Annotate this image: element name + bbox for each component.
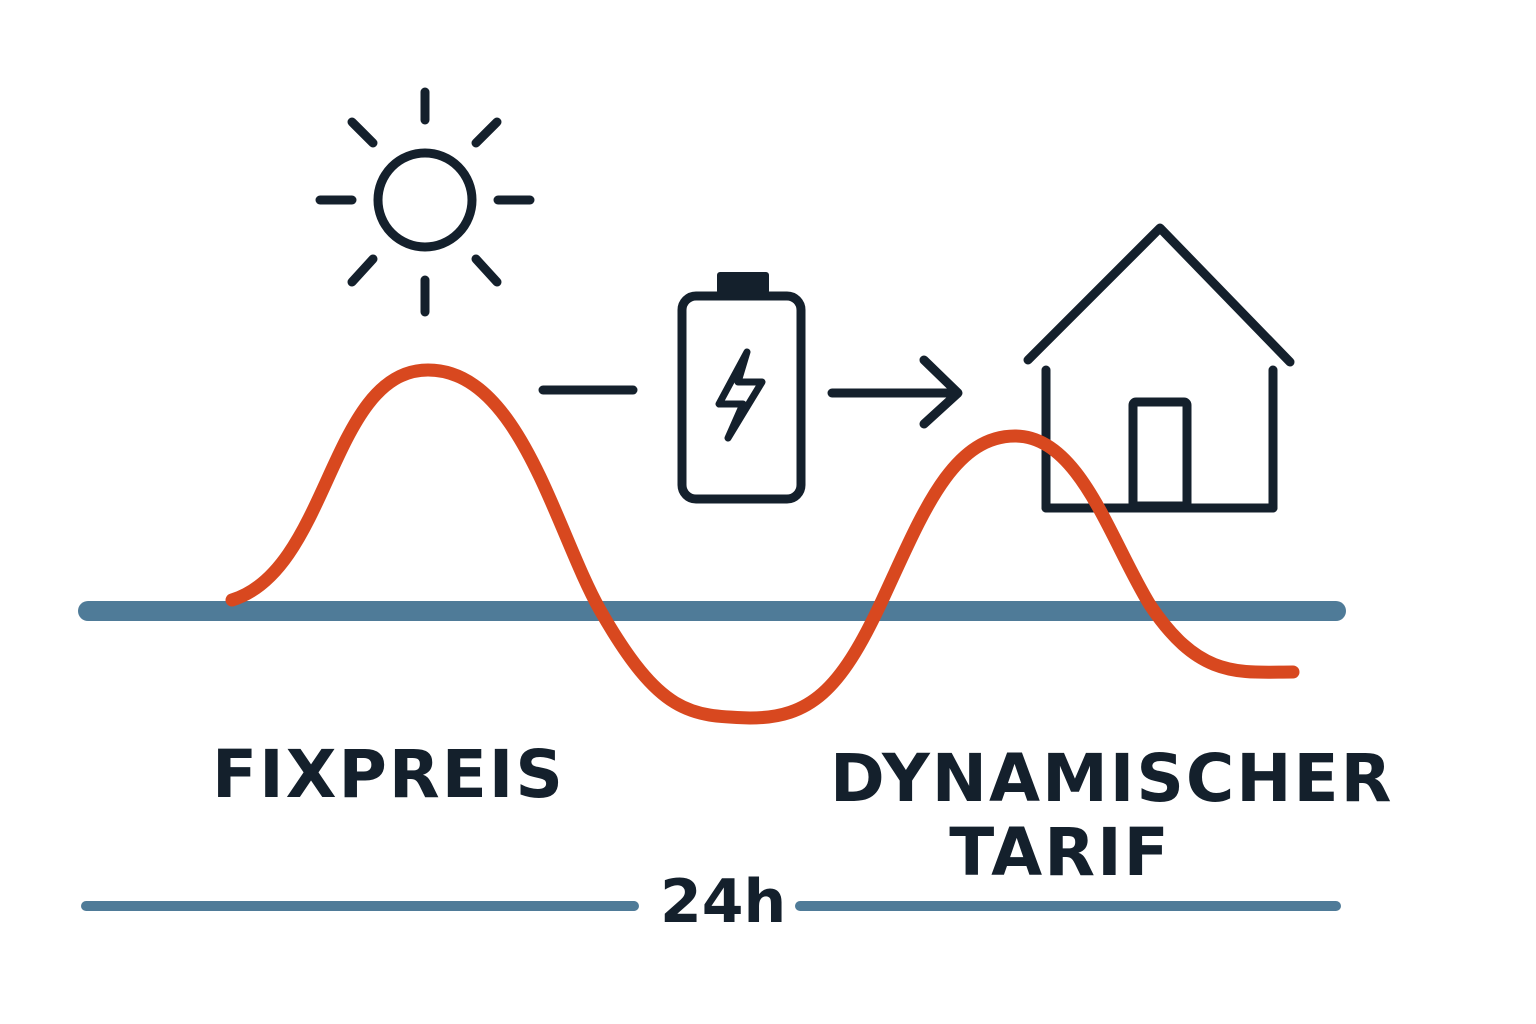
dynamic-tariff-label-line1: DYNAMISCHER [830, 740, 1394, 817]
battery-icon [677, 272, 806, 504]
dynamic-tariff-label: DYNAMISCHER TARIF [830, 740, 1394, 891]
fixed-price-label: FIXPREIS [212, 736, 565, 813]
arrow-right-icon [827, 355, 963, 429]
house-icon [1023, 223, 1295, 513]
duration-label: 24h [660, 867, 787, 937]
dynamic-tariff-label-line2: TARIF [949, 814, 1171, 891]
dynamic-tariff-curve [225, 363, 1300, 725]
sun-icon [315, 87, 535, 317]
